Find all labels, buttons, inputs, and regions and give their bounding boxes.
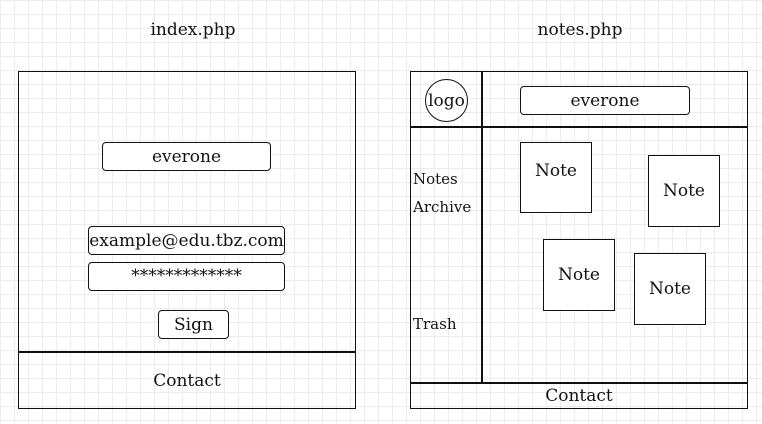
sidebar-item-trash[interactable]: Trash	[413, 315, 457, 333]
sign-button[interactable]: Sign	[158, 310, 229, 339]
notes-page-title: notes.php	[537, 20, 623, 40]
email-field[interactable]: example@edu.tbz.com	[88, 226, 285, 255]
index-brand-box: everone	[102, 142, 271, 171]
notes-contact-link[interactable]: Contact	[545, 386, 613, 406]
index-footer-divider	[18, 351, 356, 353]
note-card[interactable]: Note	[634, 253, 706, 325]
note-card[interactable]: Note	[648, 155, 720, 227]
note-card[interactable]: Note	[520, 142, 592, 213]
notes-page-frame	[410, 71, 748, 409]
notes-header-divider	[410, 126, 748, 128]
logo-circle[interactable]: logo	[425, 79, 468, 122]
notes-brand-box: everone	[520, 86, 690, 115]
note-card[interactable]: Note	[543, 239, 615, 311]
notes-footer-divider	[410, 382, 748, 384]
index-page-title: index.php	[150, 20, 236, 40]
index-contact-link[interactable]: Contact	[153, 371, 221, 391]
notes-sidebar-divider	[481, 72, 483, 384]
sidebar-item-notes[interactable]: Notes	[413, 170, 458, 188]
password-field[interactable]: *************	[88, 262, 285, 291]
index-page-frame	[18, 71, 356, 409]
sidebar-item-archive[interactable]: Archive	[413, 198, 472, 216]
